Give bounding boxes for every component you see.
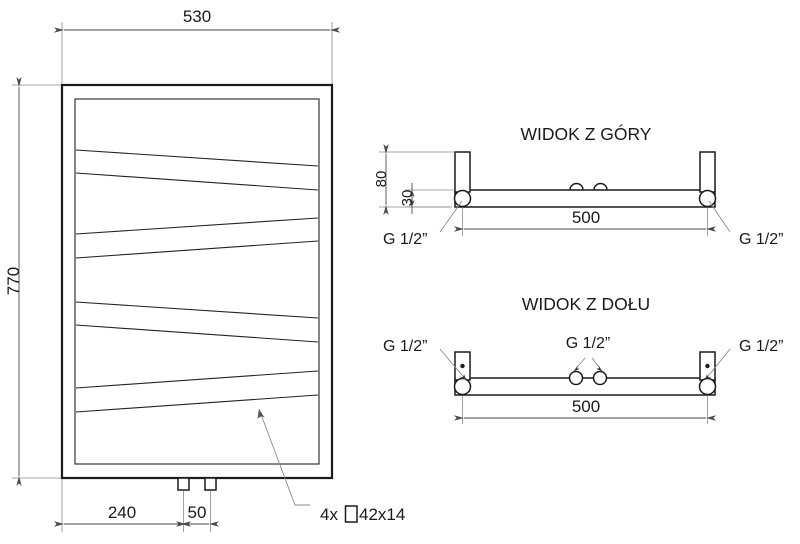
label-profile-qty: 4x [320, 505, 338, 524]
top-view-bracket-right [699, 151, 716, 193]
slat-line-6 [75, 324, 319, 343]
top-view-port-right [698, 189, 717, 208]
dim-arrow-30-up [409, 190, 415, 197]
dim-arrow-30-down [409, 200, 415, 207]
label-bottom-width-500: 500 [572, 397, 600, 416]
label-height-770: 770 [4, 267, 23, 295]
radiator-outer-frame [60, 83, 334, 480]
bottom-view-bar [454, 377, 716, 396]
label-width-530: 530 [183, 7, 211, 26]
bottom-view-group [439, 348, 731, 424]
radiator-slats [75, 149, 319, 413]
leader-arrow-mid-left [574, 365, 580, 371]
title-bottom-view: WIDOK Z DOŁU [522, 294, 650, 314]
top-view-bracket-left [454, 151, 471, 193]
label-thread-top-left: G 1/2” [383, 231, 427, 248]
slat-line-4 [75, 240, 319, 259]
label-top-width-500: 500 [572, 208, 600, 227]
label-thread-top-right: G 1/2” [739, 231, 783, 248]
leader-top-thread-left [439, 200, 463, 233]
bottom-view-bracket-hole-left [460, 363, 465, 369]
leader-arrow-mid-right [596, 365, 602, 371]
top-view-port-left [453, 189, 472, 208]
top-view-bar [454, 189, 716, 208]
bottom-view-port-mid-right [592, 370, 608, 386]
label-spacing-50: 50 [188, 503, 207, 522]
leader-arrow-bottom-right [705, 374, 712, 380]
label-thread-bottom-right: G 1/2” [739, 338, 783, 355]
leader-profile-note [258, 408, 310, 506]
slat-line-8 [75, 394, 319, 413]
top-view-port-mid-left [569, 182, 584, 191]
slat-line-5 [75, 301, 319, 319]
connector-nub-right [204, 477, 217, 491]
leader-bottom-thread-left [439, 348, 467, 381]
bottom-view-port-right [698, 377, 717, 396]
label-offset-240: 240 [108, 503, 136, 522]
bottom-view-port-mid-left [568, 370, 584, 386]
label-profile-size: 42x14 [359, 505, 405, 524]
leader-bottom-thread-right [704, 348, 731, 381]
radiator-inner-panel [74, 98, 320, 465]
label-depth-80: 80 [373, 171, 390, 188]
label-tube-30: 30 [399, 190, 416, 207]
bottom-view-port-left [453, 377, 472, 396]
slat-line-1 [75, 149, 319, 167]
label-thread-bottom-left: G 1/2” [383, 338, 427, 355]
top-view-port-mid-right [593, 182, 608, 191]
front-view-group [12, 22, 358, 532]
connector-nub-left [177, 477, 190, 491]
label-thread-bottom-center: G 1/2” [566, 335, 610, 352]
title-top-view: WIDOK Z GÓRY [521, 123, 652, 144]
leader-arrow-bottom-left [459, 374, 466, 380]
slat-line-3 [75, 217, 319, 235]
leader-top-thread-right [708, 200, 731, 233]
slat-line-2 [75, 172, 319, 191]
top-view-group [379, 144, 731, 236]
bottom-view-bracket-hole-right [705, 363, 710, 369]
profile-square-symbol [344, 505, 358, 523]
leader-arrowhead-profile [257, 409, 265, 419]
slat-line-7 [75, 370, 319, 389]
